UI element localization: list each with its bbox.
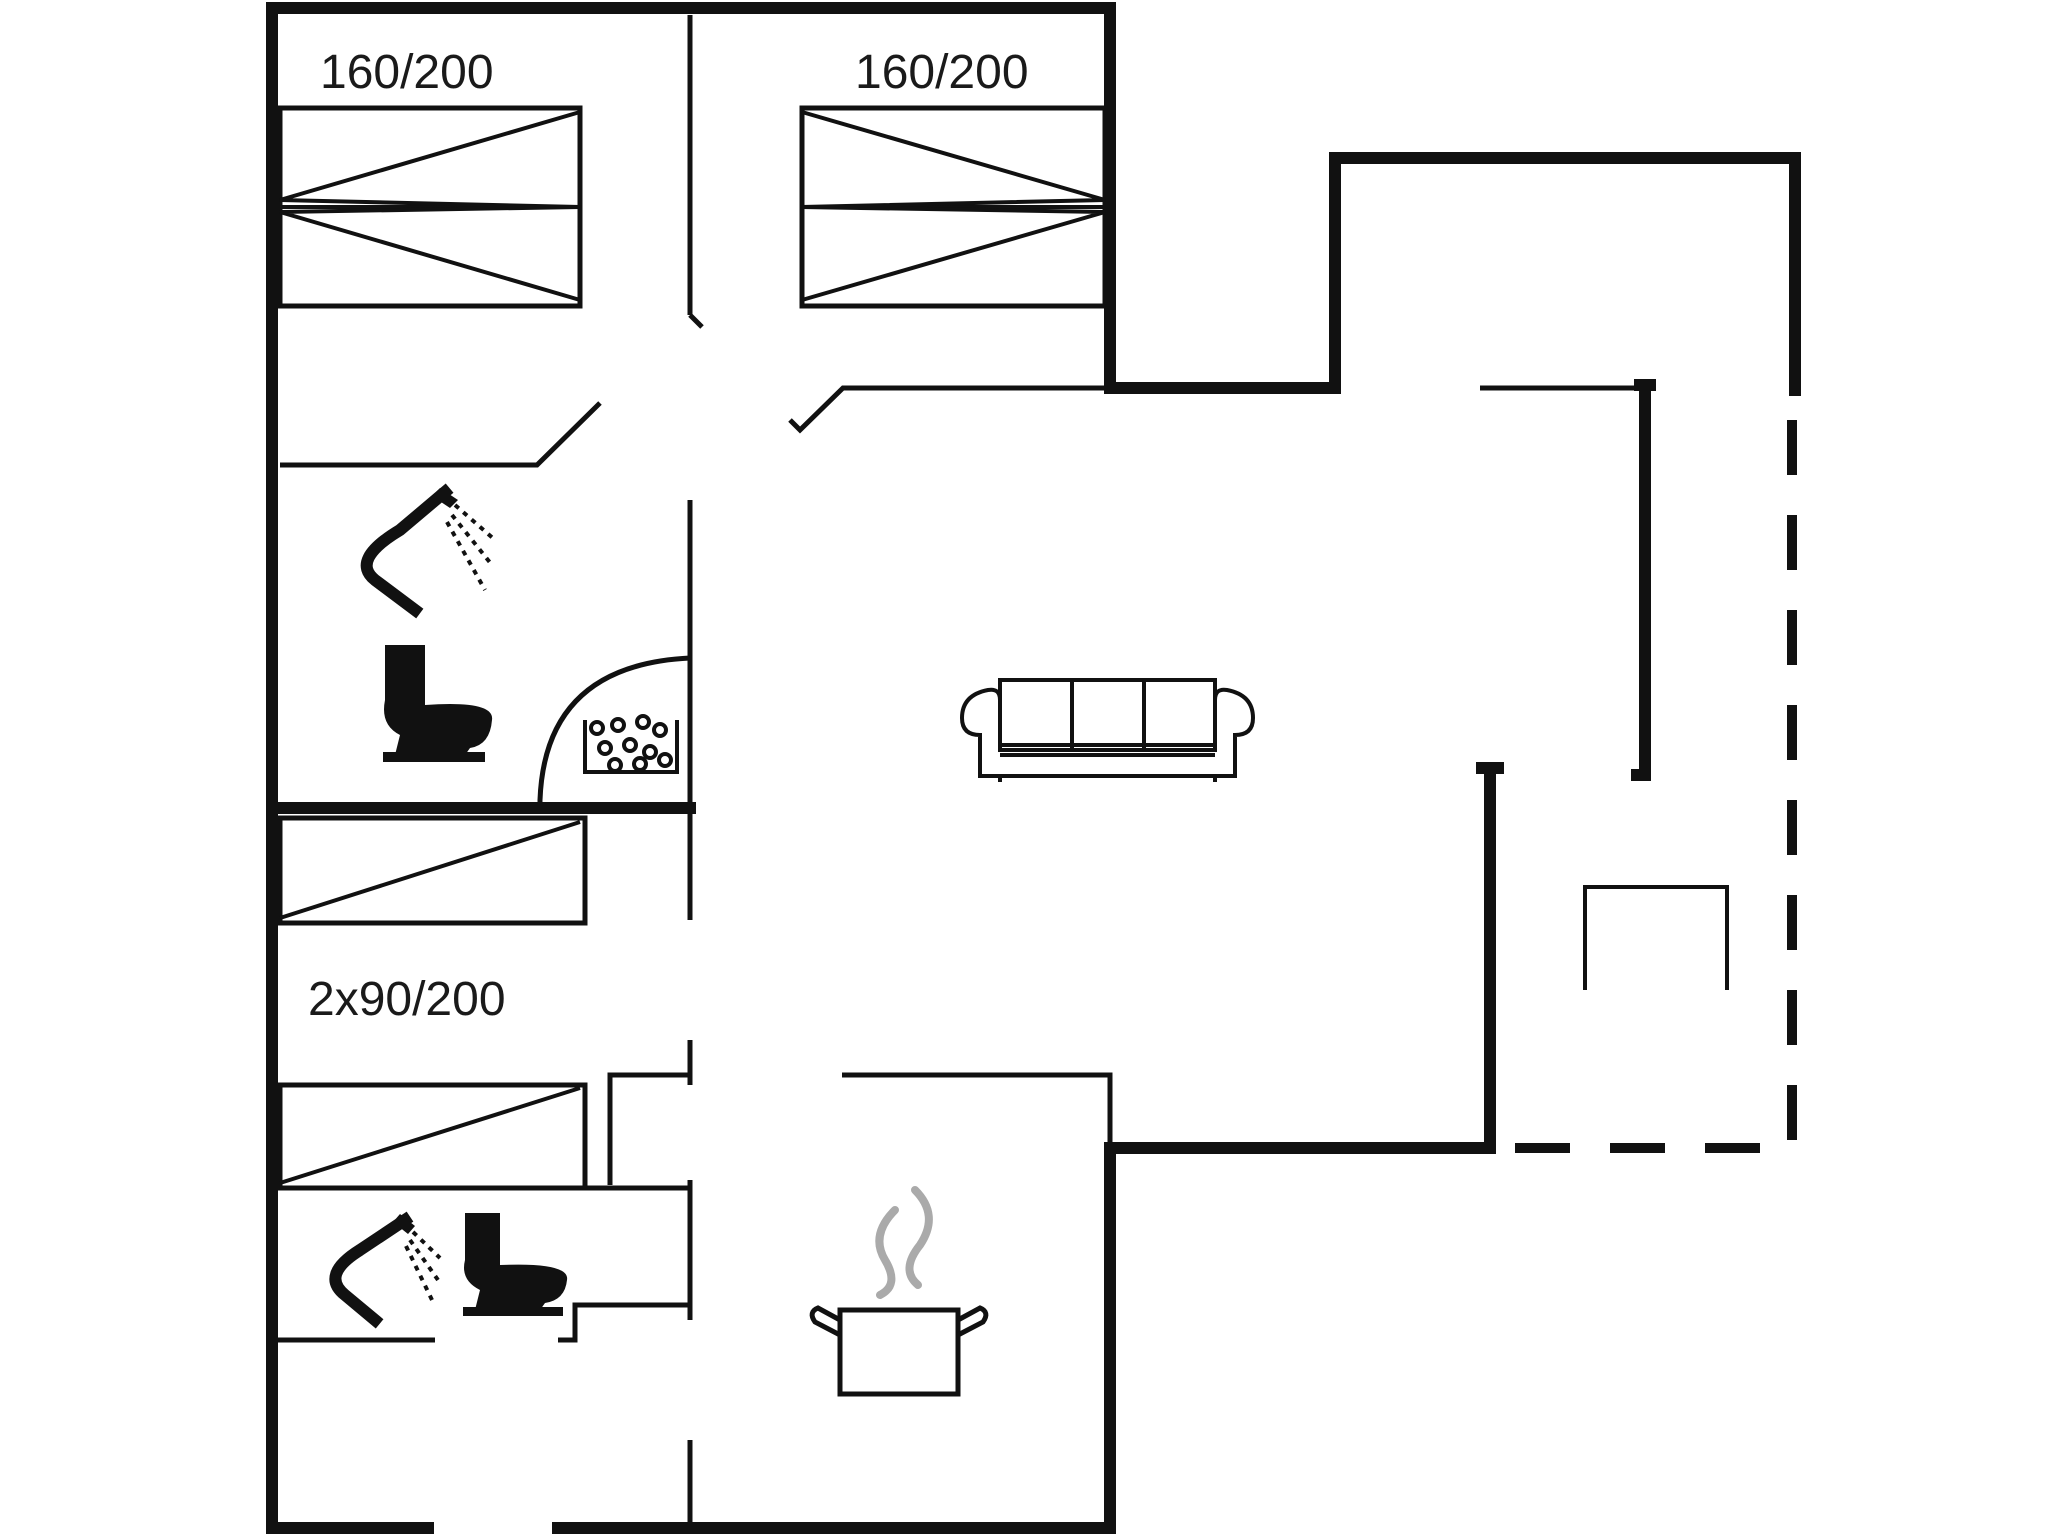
sofa-icon: [959, 678, 1256, 782]
bed-size-label-bedroom-3: 2x90/200: [308, 973, 506, 1026]
bed-size-label-bedroom-1: 160/200: [320, 46, 494, 99]
shower-icon: [329, 1211, 442, 1329]
single-bed-a: [277, 815, 588, 926]
double-bed-2: [799, 105, 1108, 309]
terrace-outline: [1490, 420, 1797, 1153]
single-bed-b: [277, 1082, 588, 1191]
bed-size-label-bedroom-2: 160/200: [855, 46, 1029, 99]
shower-icon: [360, 483, 497, 619]
cooking-pot-icon: [809, 1186, 989, 1397]
toilet-icon: [463, 1213, 568, 1316]
double-bed-1: [277, 105, 583, 309]
whirlpool-icon: [537, 655, 691, 805]
toilet-icon: [383, 645, 493, 762]
